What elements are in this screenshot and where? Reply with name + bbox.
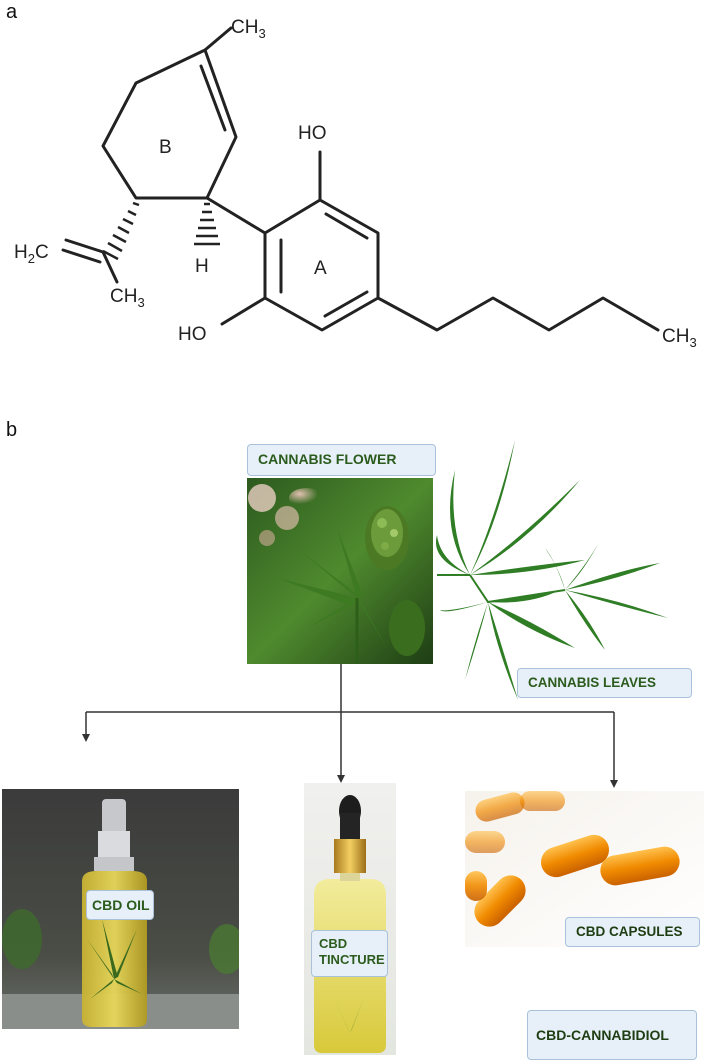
ring-b-bonds	[101, 48, 238, 200]
cbd-tincture-label-text: CBD TINCTURE	[319, 936, 385, 967]
cbd-structure-diagram: CH3 B A HO HO H H2C CH3 CH3	[14, 17, 697, 350]
arrow-to-capsules	[610, 780, 618, 788]
cannabis-flower-label: CANNABIS FLOWER	[247, 444, 436, 476]
arrow-to-oil	[82, 734, 90, 742]
ring-a-inner-2	[324, 212, 369, 240]
isopropenyl-double-2	[61, 248, 102, 264]
cbd-cannabidiol-label: CBD-CANNABIDIOL	[527, 1010, 697, 1060]
h-stereo-label: H	[195, 256, 209, 277]
cbd-tincture-label: CBD TINCTURE	[311, 930, 388, 977]
ch3-right-label: CH3	[662, 326, 697, 350]
cbd-tincture-photo	[304, 783, 396, 1055]
methyl-bond-top	[203, 26, 233, 52]
hashed-wedge-h	[194, 202, 220, 246]
ho-bottom-label: HO	[178, 324, 207, 345]
ring-b-label: B	[159, 137, 172, 158]
panel-a-letter: a	[6, 1, 18, 23]
ring-a-inner-3	[323, 290, 369, 318]
cbd-capsules-label: CBD CAPSULES	[565, 917, 700, 947]
arrow-to-tincture	[337, 775, 345, 783]
panel-b-letter: b	[6, 419, 18, 441]
hashed-wedge-isopropenyl	[102, 201, 140, 261]
cannabis-flower-photo	[247, 478, 433, 664]
cannabis-leaves-label: CANNABIS LEAVES	[517, 668, 692, 698]
ring-a-label: A	[314, 258, 327, 279]
isopropenyl-bond-ch3	[101, 250, 119, 284]
cbd-oil-label: CBD OIL	[86, 890, 154, 920]
h2c-label: H2C	[14, 242, 49, 266]
isopropenyl-double-1	[64, 238, 105, 254]
oh-bottom-bond	[220, 296, 267, 326]
pentyl-chain	[376, 296, 660, 332]
ch3-left-label: CH3	[110, 286, 145, 310]
ho-top-label: HO	[298, 123, 327, 144]
ring-junction-bond	[205, 196, 267, 235]
ch3-top-label: CH3	[231, 17, 266, 41]
ring-b-double-bond	[199, 64, 227, 132]
